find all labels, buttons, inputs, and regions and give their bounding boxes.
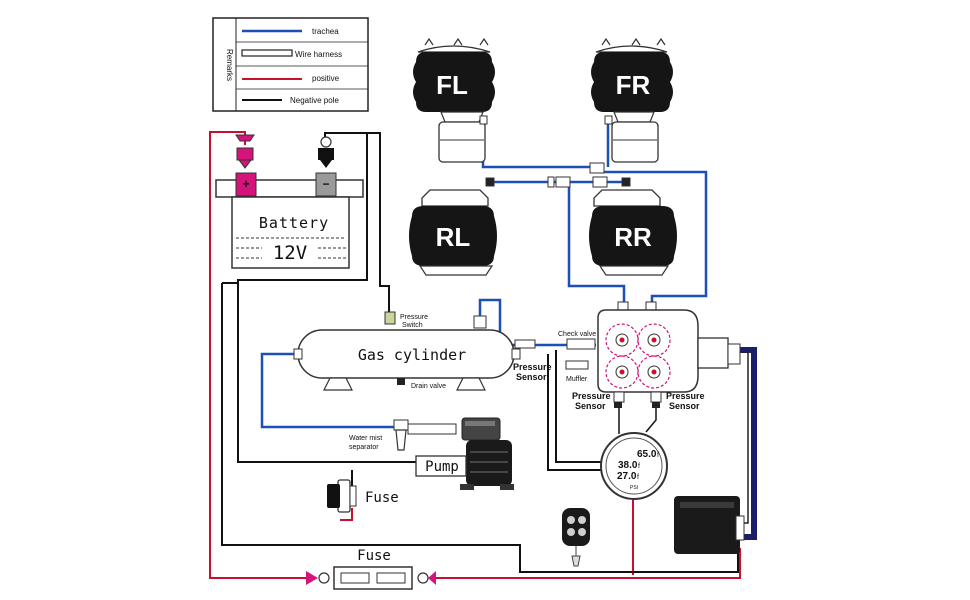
battery-positive-mark: + [242, 177, 249, 191]
battery-negative-terminal [315, 172, 337, 197]
controller-module [674, 496, 745, 554]
inline-fuse: Fuse [327, 479, 399, 513]
sensor-wires [618, 408, 657, 434]
drain-valve [397, 378, 405, 385]
gauge-unit-mark-3: f [637, 474, 639, 481]
air-pump: Pump [407, 417, 514, 490]
tank-pressure-sensor: Pressure Sensor [513, 339, 552, 382]
battery-voltage: 12V [273, 242, 307, 264]
airbag-fr: FR [591, 37, 673, 163]
main-fuse-label: Fuse [357, 548, 391, 564]
remote-control [562, 508, 590, 567]
manifold-connector [697, 337, 729, 369]
legend-trachea: trachea [312, 27, 339, 36]
legend: Remarks trachea Wire harness positive Ne… [212, 17, 369, 112]
pump-motor [466, 440, 512, 486]
battery-negative-clamp [318, 148, 334, 160]
airbag-rl: RL [409, 189, 497, 276]
check-valve [566, 338, 596, 350]
gauge-reading-3: 27.0 [617, 471, 637, 482]
pump-label: Pump [425, 459, 459, 475]
battery-positive-clamp [236, 147, 254, 161]
gauge-reading-1: 65.0 [637, 449, 657, 460]
controller-harness [738, 347, 757, 540]
battery: + − Battery 12V [215, 134, 364, 269]
left-sensor-label-1: Pressure [572, 391, 611, 401]
airbag-rr: RR [589, 189, 677, 276]
tank-sensor-label-2: Sensor [516, 372, 547, 382]
legend-positive: positive [312, 74, 340, 83]
inline-fuse-label: Fuse [365, 490, 399, 506]
legend-wire-harness: Wire harness [295, 50, 342, 59]
legend-title: Remarks [225, 49, 234, 81]
gas-cylinder: Pressure Switch Gas cylinder Drain valve [293, 311, 521, 391]
airbag-fl-label: FL [436, 70, 468, 100]
legend-negative-pole: Negative pole [290, 96, 339, 105]
main-fuse: Fuse [306, 548, 436, 590]
separator-label-1: Water mist [349, 435, 382, 442]
pump-label-box [415, 455, 467, 477]
right-sensor-label-1: Pressure [666, 391, 705, 401]
battery-positive-terminal [235, 172, 257, 197]
airbag-rl-label: RL [436, 222, 471, 252]
pressure-switch-label-2: Switch [402, 322, 423, 329]
battery-body [231, 196, 350, 269]
battery-negative-mark: − [322, 177, 329, 191]
battery-label: Battery [259, 214, 329, 232]
gauge-reading-2: 38.0 [618, 460, 638, 471]
air-fittings [479, 115, 631, 188]
muffler [565, 360, 589, 370]
separator-label-2: separator [349, 444, 379, 451]
tank-sensor-label-1: Pressure [513, 362, 552, 372]
tank-label: Gas cylinder [358, 346, 466, 364]
pressure-switch [384, 311, 396, 325]
right-sensor-label-2: Sensor [669, 401, 700, 411]
negative-wires [221, 132, 739, 573]
airbag-rr-label: RR [614, 222, 652, 252]
water-separator: Water mist separator [349, 419, 409, 451]
pressure-switch-label-1: Pressure [400, 314, 428, 321]
gauge-unit: PSI [630, 485, 638, 491]
pressure-gauge: 65.0 38.0 27.0 f f f PSI [600, 432, 668, 500]
airbag-fr-label: FR [616, 70, 651, 100]
check-valve-label: Check valve [558, 331, 596, 338]
legend-harness-box [241, 49, 293, 57]
gauge-unit-mark-1: f [657, 452, 659, 459]
gauge-unit-mark-2: f [638, 463, 640, 470]
valve-manifold: Check valve Muffler [558, 301, 741, 408]
muffler-label: Muffler [566, 376, 588, 383]
drain-valve-label: Drain valve [411, 383, 446, 390]
airbag-fl: FL [413, 37, 495, 163]
left-sensor-label-2: Sensor [575, 401, 606, 411]
controller-body [674, 496, 740, 554]
